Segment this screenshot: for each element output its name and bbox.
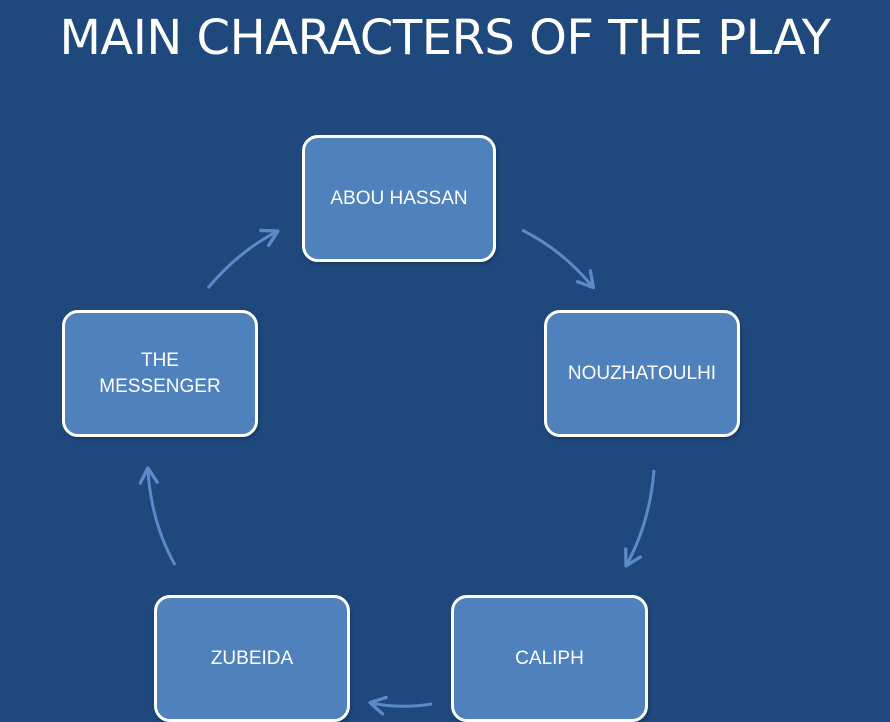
node-label: ABOU HASSAN [330,187,468,209]
node-label: ZUBEIDA [210,647,294,669]
node-label: THE MESSENGER [99,349,221,397]
node-caliph[interactable]: CALIPH [451,595,648,722]
slide-title: MAIN CHARACTERS OF THE PLAY [59,10,831,66]
node-abou-hassan[interactable]: ABOU HASSAN [302,135,496,262]
arrow-caliph-to-zubeida [368,695,433,716]
arrow-abou-to-nouzhatoulhi [521,228,596,290]
node-zubeida[interactable]: ZUBEIDA [154,595,350,722]
node-the-messenger[interactable]: THE MESSENGER [62,310,258,437]
arrow-messenger-to-abou [206,228,280,289]
node-label: NOUZHATOULHI [567,362,717,384]
arrow-nouzhatoulhi-to-caliph [624,469,656,568]
arrow-zubeida-to-messenger [138,466,177,566]
node-label: CALIPH [515,647,584,669]
node-nouzhatoulhi[interactable]: NOUZHATOULHI [544,310,740,437]
